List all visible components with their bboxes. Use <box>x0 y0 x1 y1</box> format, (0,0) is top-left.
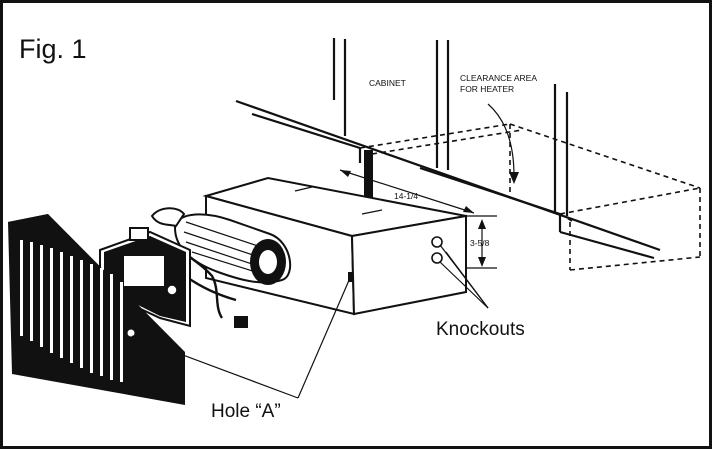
clearance-area-outline <box>359 123 701 271</box>
height-dimension <box>478 219 486 267</box>
knockout-lower <box>431 252 443 264</box>
width-dimension <box>339 169 497 269</box>
hole-a-leader <box>131 335 299 399</box>
figure-title: Fig. 1 <box>19 34 87 64</box>
control-box <box>99 227 191 328</box>
cabinet-label: CABINET <box>369 78 406 88</box>
cabinet-outline <box>235 38 661 260</box>
knockouts-leader-mid <box>445 251 489 309</box>
width-dimension-label: 14-1/4 <box>394 191 418 201</box>
hole-a-leader-box <box>297 277 351 399</box>
clearance-leader <box>487 103 515 177</box>
knockouts-leader-lower <box>439 261 489 309</box>
clearance-area-label-1: CLEARANCE AREA <box>460 73 537 83</box>
blower-assembly <box>148 207 291 328</box>
stud-bar <box>364 150 373 199</box>
height-dimension-label: 3-5/8 <box>470 238 490 248</box>
front-grille <box>8 214 185 405</box>
clearance-area-label-2: FOR HEATER <box>460 84 514 94</box>
knockouts-label: Knockouts <box>436 319 525 340</box>
clearance-arrowhead <box>509 172 519 184</box>
knockout-upper <box>431 236 443 248</box>
hole-a-label: Hole “A” <box>211 401 281 422</box>
